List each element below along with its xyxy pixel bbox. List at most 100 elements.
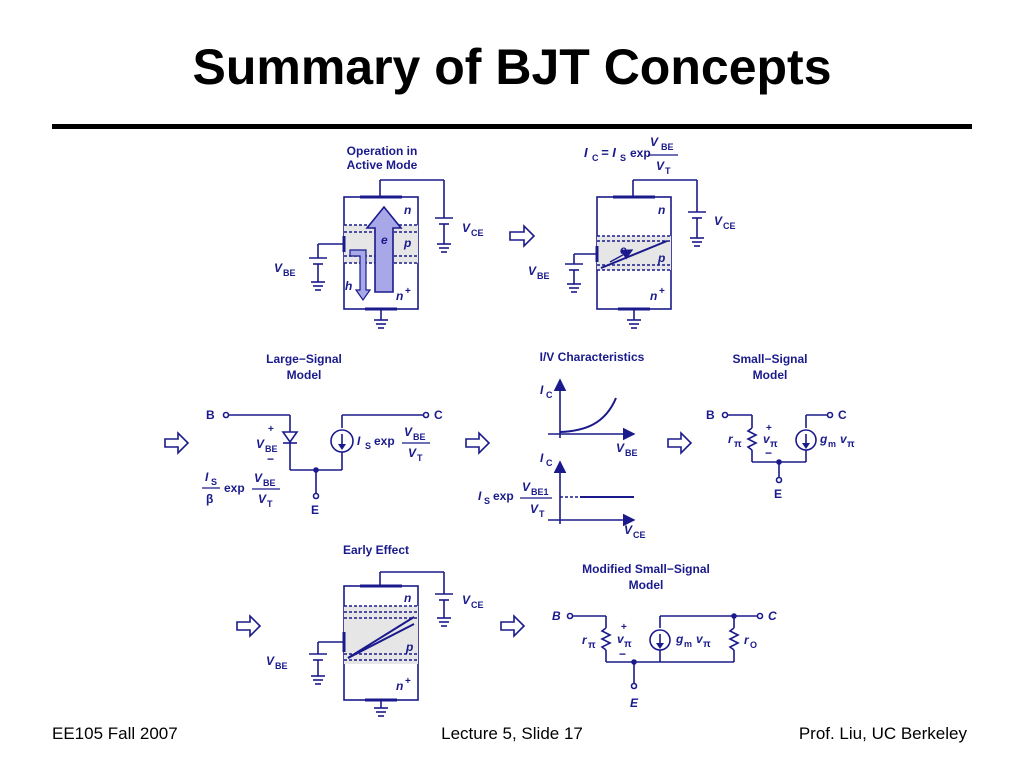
ls-diode-frac-num: V [254, 471, 263, 485]
mod-vpi-plus: + [621, 622, 627, 633]
ss-vpi-minus: − [765, 446, 772, 460]
ss-v: v [763, 432, 771, 446]
ss-r: r [728, 432, 734, 446]
early-vce: V [462, 593, 471, 607]
mod-ro: r [744, 633, 750, 647]
transition-arrow-1 [509, 224, 536, 248]
e-label: e [381, 233, 388, 247]
iv-is: I [478, 489, 482, 503]
ls-diode-exp: exp [224, 481, 245, 495]
ls-diode-plus: + [268, 424, 274, 435]
mod-g-sub: m [684, 639, 692, 649]
ls-diode-frac-num-sub: BE [263, 478, 276, 488]
ls-src-i: I [357, 434, 361, 448]
ls-diode-frac-den-sub: T [267, 499, 273, 509]
large-signal-caption-2: Model [287, 368, 322, 382]
iv-den: V [530, 502, 539, 516]
iv-vbe: V [616, 441, 625, 455]
large-signal-panel: Large−Signal Model B E + V BE − C [202, 352, 443, 517]
slide-title: Summary of BJT Concepts [192, 39, 832, 95]
plus-sup: + [405, 286, 411, 297]
active-mode-panel: Operation in Active Mode n p e h n + [274, 144, 484, 329]
ls-src-sub: S [365, 441, 371, 451]
active-mode-caption-1: Operation in [347, 144, 418, 158]
ic-panel-vce-sub: CE [723, 221, 736, 231]
mod-b: B [552, 609, 561, 623]
early-vce-sub: CE [471, 600, 484, 610]
mod-caption-1: Modified Small−Signal [582, 562, 710, 576]
ss-r-sub: π [734, 439, 742, 450]
ss-caption-2: Model [753, 368, 788, 382]
iv-vce: V [624, 523, 633, 537]
small-signal-panel: Small−Signal Model B E r π + v π − C [706, 352, 855, 501]
iv-ic-1: I [540, 383, 544, 397]
iv-vce-sub: CE [633, 530, 646, 540]
iv-caption: I/V Characteristics [540, 350, 645, 364]
transition-arrow-5 [236, 614, 262, 638]
iv-ic-1-sub: C [546, 390, 553, 400]
mod-gv: v [696, 632, 704, 646]
minority-carrier-profile [600, 240, 668, 269]
iv-den-sub: T [539, 509, 545, 519]
ls-diode-is: I [205, 470, 209, 484]
iv-is-sub: S [484, 496, 490, 506]
ss-b-label: B [706, 408, 715, 422]
ic-panel-e: e [620, 243, 627, 257]
ic-formula-ic-sub: C [592, 153, 599, 163]
early-plus: + [405, 676, 411, 687]
diode-symbol [281, 431, 299, 444]
iv-ic-2-sub: C [546, 458, 553, 468]
h-label: h [345, 279, 352, 293]
mod-r-sub: π [588, 640, 596, 651]
ic-panel-vce: V [714, 214, 723, 228]
mod-v-sub: π [624, 639, 632, 650]
mod-gv-sub: π [703, 639, 711, 650]
early-n: n [404, 591, 411, 605]
ls-diode-is-sub: S [211, 477, 217, 487]
early-caption: Early Effect [343, 543, 409, 557]
ls-src-exp: exp [374, 434, 395, 448]
ss-g-sub: m [828, 439, 836, 449]
early-p: p [405, 640, 413, 654]
ic-panel-n: n [658, 203, 665, 217]
ic-formula-is-sub: S [620, 153, 626, 163]
mod-v: v [617, 632, 625, 646]
mod-g: g [675, 632, 684, 646]
ls-src-num-sub: BE [413, 432, 426, 442]
ss-g: g [819, 432, 828, 446]
ic-formula-ic: I [584, 145, 588, 160]
iv-num: V [522, 480, 531, 494]
transition-arrow-3 [465, 431, 491, 455]
ss-e-label: E [774, 487, 782, 501]
iv-exp: exp [493, 489, 514, 503]
ic-formula-num: V [650, 135, 659, 149]
footer-right: Prof. Liu, UC Berkeley [798, 724, 967, 743]
transition-arrow-2 [164, 431, 190, 455]
ic-panel-vbe: V [528, 264, 537, 278]
ic-formula-den-sub: T [665, 166, 671, 176]
ls-vbe: V [256, 437, 265, 451]
mod-vpi-minus: − [619, 647, 626, 661]
ic-formula-den: V [656, 159, 665, 173]
mod-e: E [630, 696, 639, 710]
transition-arrow-6 [500, 614, 526, 638]
ss-gv: v [840, 432, 848, 446]
iv-vbe-sub: BE [625, 448, 638, 458]
nplus-label: n [396, 289, 403, 303]
active-mode-caption-2: Active Mode [347, 158, 418, 172]
ss-vpi-plus: + [766, 423, 772, 434]
ls-b-label: B [206, 408, 215, 422]
ss-c-label: C [838, 408, 847, 422]
ss-gv-sub: π [847, 439, 855, 450]
ls-c-label: C [434, 408, 443, 422]
footer-center: Lecture 5, Slide 17 [441, 724, 583, 743]
ls-diode-beta: β [206, 492, 213, 506]
electron-flow-arrow [365, 205, 403, 293]
transition-arrow-4 [667, 431, 693, 455]
early-nplus: n [396, 679, 403, 693]
modified-panel: Modified Small−Signal Model B E r π + v … [552, 562, 777, 710]
iv-ic-2: I [540, 451, 544, 465]
p-label: p [403, 236, 411, 250]
mod-c: C [768, 609, 777, 623]
ls-e-label: E [311, 503, 319, 517]
